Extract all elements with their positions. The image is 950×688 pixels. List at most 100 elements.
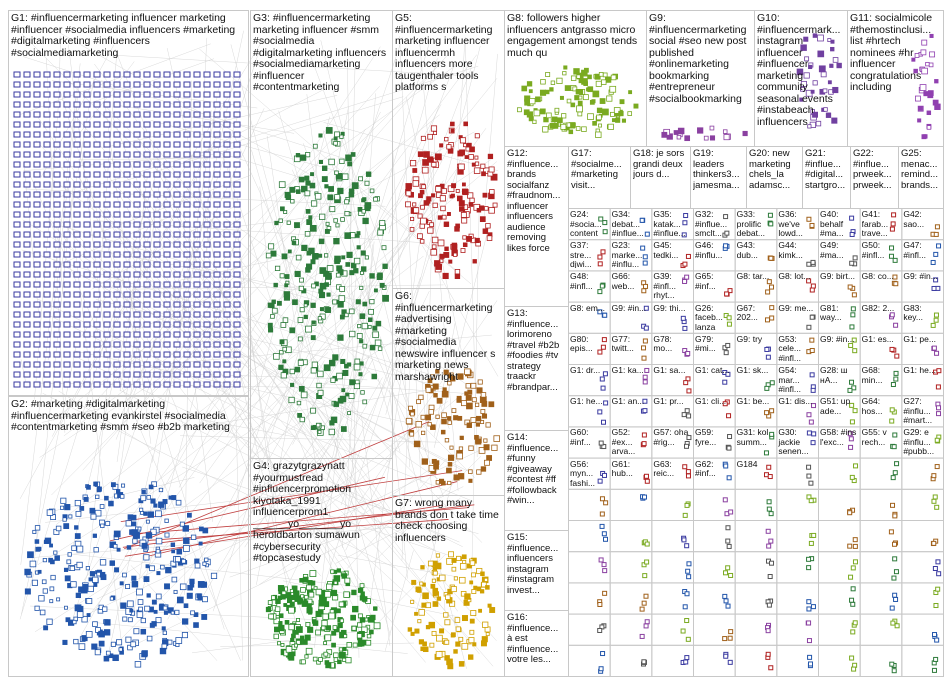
node bbox=[485, 632, 490, 637]
node bbox=[354, 358, 361, 365]
node bbox=[270, 314, 275, 319]
node bbox=[310, 172, 314, 177]
node bbox=[451, 183, 457, 189]
group-label-g7: G7: wrong many brands don t take time ch… bbox=[395, 498, 499, 544]
node bbox=[43, 91, 51, 98]
node bbox=[319, 213, 326, 220]
node bbox=[83, 161, 91, 168]
node bbox=[173, 271, 181, 278]
node bbox=[362, 301, 368, 307]
node bbox=[150, 498, 156, 504]
node bbox=[290, 382, 295, 387]
node bbox=[174, 556, 181, 563]
node bbox=[153, 131, 161, 138]
node bbox=[441, 418, 447, 425]
group-label: G42: sao... bbox=[903, 210, 925, 229]
node bbox=[203, 341, 211, 348]
node bbox=[929, 51, 936, 58]
node bbox=[163, 221, 171, 228]
node bbox=[203, 221, 211, 228]
node bbox=[468, 202, 474, 207]
node bbox=[769, 408, 775, 414]
edges bbox=[19, 30, 499, 669]
node bbox=[359, 313, 366, 319]
node bbox=[641, 441, 647, 447]
node bbox=[99, 504, 105, 509]
node bbox=[93, 361, 101, 368]
node bbox=[143, 361, 151, 368]
node bbox=[270, 250, 277, 257]
edge bbox=[225, 218, 470, 387]
node bbox=[223, 311, 231, 318]
group-label: G83: key... bbox=[903, 303, 925, 323]
node bbox=[279, 339, 285, 345]
node bbox=[642, 260, 648, 266]
node bbox=[181, 632, 189, 639]
node bbox=[454, 269, 461, 275]
node bbox=[23, 351, 31, 358]
node bbox=[43, 71, 51, 78]
edge bbox=[179, 179, 315, 371]
node bbox=[53, 301, 61, 308]
node bbox=[153, 211, 161, 218]
node bbox=[133, 201, 141, 208]
edge bbox=[52, 114, 440, 421]
node bbox=[213, 321, 221, 328]
node bbox=[921, 67, 928, 75]
node bbox=[43, 341, 51, 348]
edge bbox=[327, 355, 370, 480]
node bbox=[412, 168, 418, 173]
node bbox=[621, 118, 627, 123]
group-label: G53: cele... #infl... bbox=[778, 334, 804, 362]
group-box bbox=[776, 582, 819, 615]
node bbox=[468, 654, 474, 660]
node bbox=[365, 171, 372, 177]
node bbox=[367, 317, 373, 323]
node bbox=[174, 609, 180, 615]
node bbox=[163, 141, 171, 148]
node bbox=[458, 446, 464, 451]
node bbox=[682, 512, 688, 518]
node bbox=[73, 231, 81, 238]
node bbox=[349, 330, 356, 338]
node bbox=[764, 385, 770, 391]
node bbox=[347, 411, 352, 416]
node bbox=[599, 511, 605, 517]
node bbox=[123, 231, 131, 238]
node bbox=[153, 381, 161, 388]
node bbox=[559, 95, 564, 100]
node bbox=[79, 506, 85, 511]
node bbox=[410, 411, 415, 417]
edge bbox=[74, 350, 425, 427]
node bbox=[94, 649, 101, 656]
node bbox=[438, 478, 445, 484]
node bbox=[189, 578, 195, 584]
node bbox=[213, 171, 221, 178]
node bbox=[130, 641, 137, 648]
node bbox=[312, 253, 319, 260]
node bbox=[642, 338, 648, 344]
node bbox=[684, 274, 690, 280]
node bbox=[603, 500, 609, 506]
node bbox=[686, 388, 692, 394]
node bbox=[103, 371, 111, 378]
node bbox=[450, 633, 455, 638]
node bbox=[849, 655, 855, 661]
node bbox=[339, 618, 345, 623]
node bbox=[847, 543, 853, 549]
node bbox=[306, 250, 312, 256]
node bbox=[931, 285, 937, 291]
node bbox=[810, 604, 816, 610]
node bbox=[183, 361, 191, 368]
node bbox=[850, 306, 856, 312]
node bbox=[83, 231, 91, 238]
node bbox=[340, 358, 346, 364]
node bbox=[463, 121, 469, 127]
edge bbox=[388, 58, 438, 234]
node bbox=[233, 221, 241, 228]
node bbox=[183, 281, 191, 288]
node bbox=[143, 301, 151, 308]
node bbox=[288, 606, 295, 614]
node bbox=[183, 151, 191, 158]
node bbox=[93, 161, 101, 168]
